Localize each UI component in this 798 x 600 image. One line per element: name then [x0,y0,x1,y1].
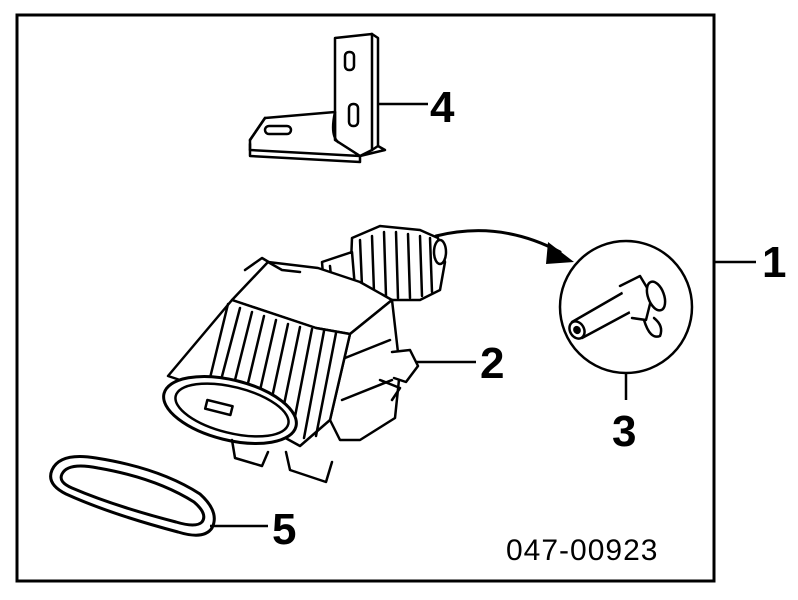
callout-3: 3 [612,407,636,456]
callout-4: 4 [430,83,455,132]
leader-lines [210,102,756,528]
gasket-ring [49,455,216,537]
callout-2: 2 [480,339,504,388]
fog-lamp-housing [162,224,448,484]
callout-5: 5 [272,505,296,554]
part-number-label: 047-00923 [506,534,658,567]
diagram-frame [15,13,716,583]
bulb-detail [558,239,694,375]
bulb-arrow [434,229,574,264]
mounting-bracket [248,32,387,164]
callout-1: 1 [762,238,786,287]
